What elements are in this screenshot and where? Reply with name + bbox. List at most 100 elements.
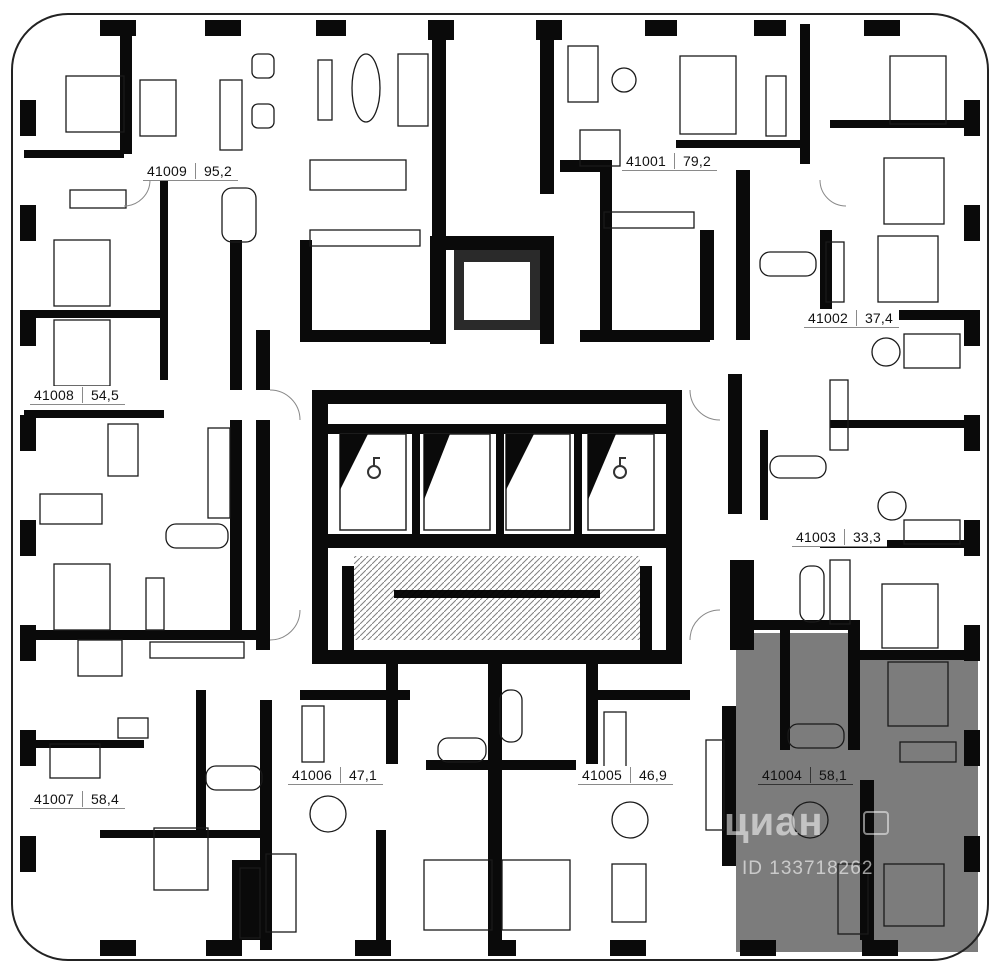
bathtub xyxy=(499,689,523,743)
bed xyxy=(877,235,939,303)
wardrobe xyxy=(145,577,165,631)
armchair xyxy=(251,53,275,79)
kitchen-counter xyxy=(899,741,957,763)
bed xyxy=(501,859,571,931)
bathtub xyxy=(205,765,263,791)
bed xyxy=(423,859,493,931)
apartment-area: 46,9 xyxy=(638,767,667,783)
bed xyxy=(153,827,209,891)
bathtub xyxy=(787,723,845,749)
building-outline xyxy=(11,13,989,961)
stairwell xyxy=(354,556,640,640)
apartment-label-41002[interactable]: 41002 37,4 xyxy=(804,309,899,328)
wardrobe xyxy=(117,717,149,739)
wheelchair-icon xyxy=(367,457,627,479)
apartment-label-41009[interactable]: 41009 95,2 xyxy=(143,162,238,181)
wardrobe xyxy=(825,241,845,303)
elevator-shadows xyxy=(340,434,616,500)
apartment-number: 41004 xyxy=(758,767,811,783)
wardrobe xyxy=(69,189,127,209)
watermark-icon xyxy=(863,811,889,835)
kitchen-counter xyxy=(705,739,725,831)
bathtub xyxy=(437,737,487,763)
dining-table xyxy=(49,743,101,779)
wardrobe xyxy=(239,867,261,939)
bed xyxy=(53,319,111,387)
apartment-area: 58,1 xyxy=(818,767,847,783)
apartment-label-41004[interactable]: 41004 58,1 xyxy=(758,766,853,785)
sofa xyxy=(903,519,961,545)
apartment-number: 41009 xyxy=(143,163,196,179)
round-table xyxy=(877,491,907,521)
apartment-area: 33,3 xyxy=(852,529,881,545)
kitchen-counter xyxy=(207,427,231,519)
apartment-area: 58,4 xyxy=(90,791,119,807)
watermark-brand: циан xyxy=(724,800,824,844)
round-table xyxy=(611,801,649,839)
sofa xyxy=(39,493,103,525)
wardrobe xyxy=(829,559,851,625)
apartment-number: 41003 xyxy=(792,529,845,545)
sofa xyxy=(265,853,297,933)
kitchen-counter xyxy=(603,211,695,229)
wardrobe xyxy=(219,79,243,151)
apartment-label-41001[interactable]: 41001 79,2 xyxy=(622,152,717,171)
table xyxy=(351,53,381,123)
kitchen-counter xyxy=(309,229,421,247)
watermark-id: ID 133718262 xyxy=(742,858,874,879)
apartment-label-41007[interactable]: 41007 58,4 xyxy=(30,790,125,809)
sofa xyxy=(567,45,599,103)
sofa xyxy=(837,863,869,935)
kitchen-counter xyxy=(829,379,849,451)
bed xyxy=(887,661,949,727)
apartment-number: 41005 xyxy=(578,767,631,783)
bed xyxy=(53,239,111,307)
apartment-area: 47,1 xyxy=(348,767,377,783)
apartment-number: 41007 xyxy=(30,791,83,807)
bed xyxy=(679,55,737,135)
apartment-label-41006[interactable]: 41006 47,1 xyxy=(288,766,383,785)
wardrobe xyxy=(765,75,787,137)
bed xyxy=(53,563,111,631)
apartment-area: 79,2 xyxy=(682,153,711,169)
bathtub xyxy=(165,523,229,549)
apartment-number: 41006 xyxy=(288,767,341,783)
apartment-area: 95,2 xyxy=(203,163,232,179)
bed xyxy=(881,583,939,649)
doors xyxy=(123,179,847,641)
bed xyxy=(139,79,177,137)
kitchen-counter xyxy=(149,641,245,659)
bathtub xyxy=(799,565,825,623)
dining-table xyxy=(107,423,139,477)
sofa xyxy=(397,53,429,127)
sofa xyxy=(611,863,647,923)
rug xyxy=(317,59,333,121)
apartment-label-41003[interactable]: 41003 33,3 xyxy=(792,528,887,547)
armchair xyxy=(251,103,275,129)
kitchen-counter xyxy=(603,711,627,769)
bathtub xyxy=(759,251,817,277)
apartment-label-41008[interactable]: 41008 54,5 xyxy=(30,386,125,405)
apartment-number: 41008 xyxy=(30,387,83,403)
furniture xyxy=(39,45,961,939)
dining-table xyxy=(309,159,407,191)
apartment-number: 41001 xyxy=(622,153,675,169)
sofa xyxy=(77,639,123,677)
bathtub xyxy=(221,187,257,243)
bed xyxy=(889,55,947,125)
round-table xyxy=(791,801,829,839)
bed xyxy=(883,157,945,225)
apartment-area: 54,5 xyxy=(90,387,119,403)
interior-walls xyxy=(24,24,980,956)
apartment-area: 37,4 xyxy=(864,310,893,326)
apartment-label-41005[interactable]: 41005 46,9 xyxy=(578,766,673,785)
bathtub xyxy=(769,455,827,479)
round-table xyxy=(871,337,901,367)
sofa xyxy=(903,333,961,369)
kitchen-counter xyxy=(301,705,325,763)
apartment-41004-highlight[interactable] xyxy=(736,633,978,952)
bed xyxy=(883,863,945,927)
round-table xyxy=(611,67,637,93)
dining-table xyxy=(579,129,621,167)
